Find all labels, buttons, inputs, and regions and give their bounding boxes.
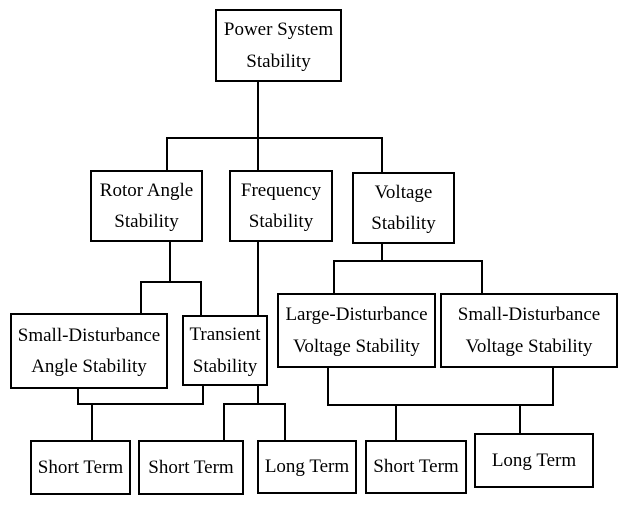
node-transient-stability: Transient Stability <box>182 315 268 386</box>
node-power-system-stability: Power System Stability <box>215 9 342 82</box>
connector-drop-large-voltage <box>333 260 335 294</box>
node-short-term-voltage: Short Term <box>365 440 467 494</box>
connector-frequency-rail <box>223 403 286 405</box>
connector-small-angle-stem <box>77 387 79 405</box>
connector-voltage-rail <box>333 260 483 262</box>
connector-drop-rotor <box>166 137 168 172</box>
node-frequency-stability: Frequency Stability <box>229 170 333 242</box>
connector-drop-small-voltage <box>481 260 483 294</box>
node-large-disturbance-voltage-stability: Large-Disturbance Voltage Stability <box>277 293 436 368</box>
connector-drop-frequency <box>257 137 259 172</box>
node-long-term-voltage: Long Term <box>474 433 594 488</box>
connector-drop-short-term-voltage <box>395 404 397 441</box>
connector-rotor-rail <box>140 281 202 283</box>
node-long-term-frequency: Long Term <box>257 440 357 494</box>
connector-drop-transient <box>200 281 202 317</box>
connector-large-voltage-stem <box>327 366 329 406</box>
connector-level1-rail <box>166 137 383 139</box>
connector-drop-long-term-frequency <box>284 403 286 441</box>
connector-drop-long-term-voltage <box>519 404 521 434</box>
node-voltage-stability: Voltage Stability <box>352 172 455 244</box>
connector-drop-voltage <box>381 137 383 174</box>
node-small-disturbance-angle-stability: Small-Disturbance Angle Stability <box>10 313 168 389</box>
connector-angle-bottom-rail <box>77 403 204 405</box>
connector-root-stem <box>257 80 259 139</box>
node-small-disturbance-voltage-stability: Small-Disturbance Voltage Stability <box>440 293 618 368</box>
connector-voltage-stem <box>381 242 383 262</box>
connector-transient-stem <box>202 384 204 405</box>
connector-drop-short-term-frequency <box>223 403 225 441</box>
node-rotor-angle-stability: Rotor Angle Stability <box>90 170 203 242</box>
node-short-term-frequency: Short Term <box>138 440 244 495</box>
connector-small-voltage-stem <box>552 366 554 406</box>
node-short-term-rotor: Short Term <box>30 440 131 495</box>
connector-voltage-bottom-rail <box>327 404 554 406</box>
connector-rotor-stem <box>169 240 171 283</box>
connector-drop-small-angle <box>140 281 142 315</box>
connector-drop-short-term-rotor <box>91 403 93 441</box>
